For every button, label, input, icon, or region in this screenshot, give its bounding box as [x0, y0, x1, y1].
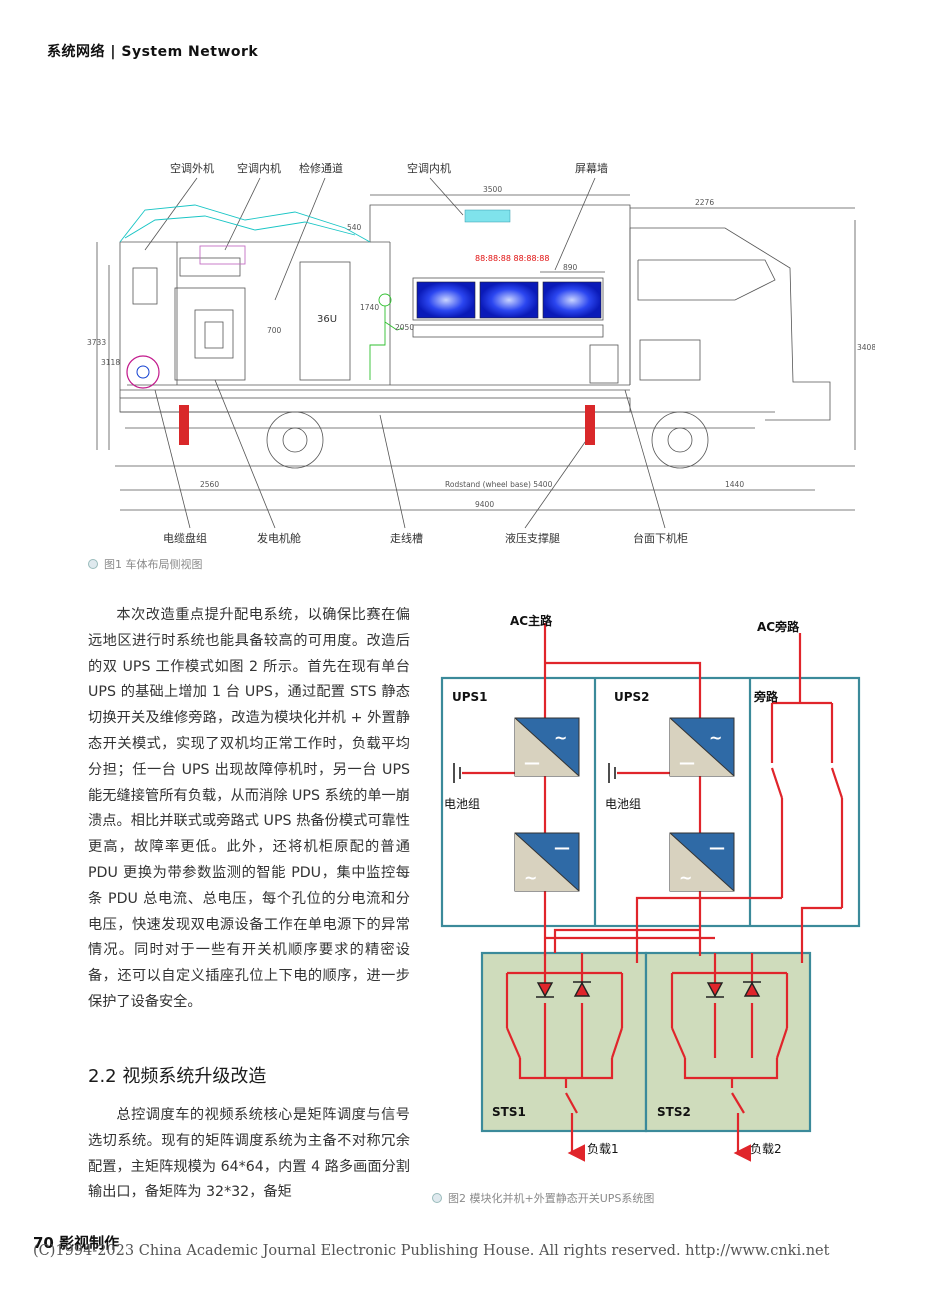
label-ac-indoor-1: 空调内机 — [237, 161, 281, 175]
label-ac-outdoor: 空调外机 — [170, 161, 214, 175]
svg-text:~: ~ — [554, 728, 567, 747]
dim-3118: 3118 — [101, 358, 120, 367]
ac-main-label: AC主路 — [510, 613, 553, 628]
load1-label: 负载1 — [587, 1142, 619, 1156]
battery2-label: 电池组 — [605, 797, 641, 811]
ac-bypass-label: AC旁路 — [757, 619, 800, 634]
label-hydraulic-legs: 液压支撑腿 — [505, 531, 560, 545]
svg-text:~: ~ — [524, 868, 537, 887]
ups2-label: UPS2 — [614, 690, 650, 704]
rack-label: 36U — [317, 314, 337, 325]
dim-3408: 3408 — [857, 343, 875, 352]
body-text-2: 总控调度车的视频系统核心是矩阵调度与信号选切系统。现有的矩阵调度系统为主备不对称… — [88, 1103, 410, 1206]
label-ac-indoor-2: 空调内机 — [407, 161, 451, 175]
dim-700: 700 — [267, 326, 282, 335]
svg-text:~: ~ — [679, 868, 692, 887]
dim-9400: 9400 — [475, 500, 494, 509]
paragraph-2: 总控调度车的视频系统核心是矩阵调度与信号选切系统。现有的矩阵调度系统为主备不对称… — [88, 1107, 410, 1201]
ups1-label: UPS1 — [452, 690, 488, 704]
figure-ups-diagram: ~— —~ ~— —~ AC主路 AC旁路 UPS1 UPS2 旁路 STS1 … — [440, 613, 861, 1162]
dim-540: 540 — [347, 223, 362, 232]
caption-bullet-icon — [432, 1193, 442, 1203]
sts2-label: STS2 — [657, 1105, 691, 1119]
dim-1740: 1740 — [360, 303, 379, 312]
body-text-1: 本次改造重点提升配电系统，以确保比赛在偏远地区进行时系统也能具备较高的可用度。改… — [88, 603, 410, 1016]
figure1-caption: 图1 车体布局侧视图 — [88, 556, 203, 572]
paragraph-1: 本次改造重点提升配电系统，以确保比赛在偏远地区进行时系统也能具备较高的可用度。改… — [88, 607, 410, 1010]
dim-2560: 2560 — [200, 480, 219, 489]
sts1-label: STS1 — [492, 1105, 526, 1119]
magazine-name: 影视制作 — [59, 1234, 120, 1252]
svg-text:—: — — [679, 753, 695, 772]
label-service-aisle: 检修通道 — [299, 161, 343, 175]
caption-bullet-icon — [88, 559, 98, 569]
figure-truck-layout: 88:88:88 88:88:88 36U 3500 2276 890 700 … — [87, 161, 875, 545]
label-under-desk-cabinet: 台面下机柜 — [633, 531, 688, 545]
section-title: 2.2 视频系统升级改造 — [88, 1066, 267, 1087]
page-number: 70 影视制作 — [33, 1232, 119, 1253]
figure2-caption: 图2 模块化并机+外置静态开关UPS系统图 — [432, 1190, 654, 1206]
dim-2050: 2050 — [395, 323, 414, 332]
bypass-label: 旁路 — [753, 689, 779, 704]
dim-wheelbase: Rodstand (wheel base) 5400 — [445, 480, 553, 489]
svg-text:—: — — [524, 753, 540, 772]
dim-890: 890 — [563, 263, 578, 272]
figure1-caption-text: 图1 车体布局侧视图 — [104, 558, 203, 571]
svg-text:—: — — [709, 838, 725, 857]
svg-text:~: ~ — [709, 728, 722, 747]
label-cable-reels: 电缆盘组 — [163, 531, 207, 545]
dim-2276: 2276 — [695, 198, 714, 207]
load2-label: 负载2 — [750, 1142, 782, 1156]
battery1-label: 电池组 — [444, 797, 480, 811]
led-clock: 88:88:88 88:88:88 — [475, 254, 549, 263]
figure2-caption-text: 图2 模块化并机+外置静态开关UPS系统图 — [448, 1192, 655, 1205]
dim-3500: 3500 — [483, 185, 502, 194]
svg-text:—: — — [554, 838, 570, 857]
running-header: 系统网络 | System Network — [47, 44, 259, 60]
page-number-value: 70 — [33, 1234, 54, 1252]
label-screen-wall: 屏幕墙 — [575, 161, 608, 175]
label-generator-bay: 发电机舱 — [257, 531, 301, 545]
label-cable-trough: 走线槽 — [390, 531, 423, 545]
dim-1440: 1440 — [725, 480, 744, 489]
dim-3733: 3733 — [87, 338, 106, 347]
copyright-footer: (C)1994-2023 China Academic Journal Elec… — [33, 1243, 830, 1259]
